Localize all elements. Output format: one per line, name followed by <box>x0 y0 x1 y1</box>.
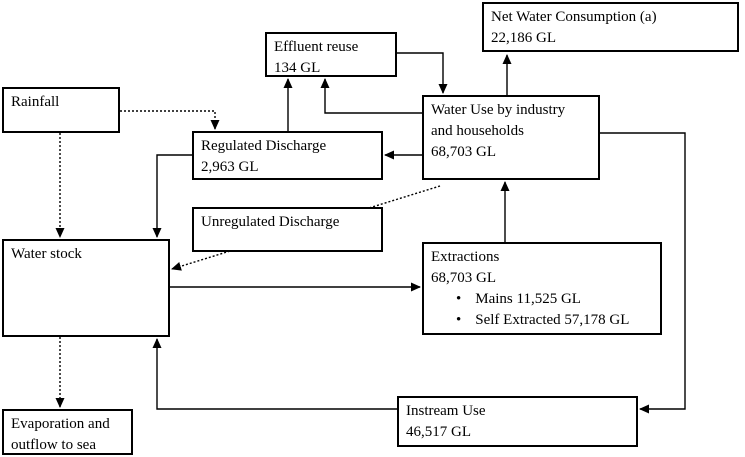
node-label: Extractions <box>431 249 500 265</box>
node-label: outflow to sea <box>11 437 96 453</box>
node-rainfall: Rainfall <box>2 87 120 133</box>
node-label: Unregulated Discharge <box>201 214 340 230</box>
node-water-stock: Water stock <box>2 239 170 337</box>
node-label: Instream Use <box>406 403 486 419</box>
node-value: 22,186 GL <box>491 30 556 46</box>
node-effluent-reuse: Effluent reuse 134 GL <box>265 32 397 77</box>
node-value: 46,517 GL <box>406 424 471 440</box>
node-value: 134 GL <box>274 60 321 76</box>
node-label: Effluent reuse <box>274 39 359 55</box>
connector-rainfall-to-regulated-discharge <box>120 110 220 130</box>
node-label: Water Use by industry <box>431 102 566 118</box>
node-label: Water stock <box>11 246 82 262</box>
node-bullet-mains: Mains 11,525 GL <box>431 289 653 310</box>
node-value: 68,703 GL <box>431 144 496 160</box>
connector-effluent-reuse-to-water-use <box>397 52 448 94</box>
node-label: Net Water Consumption (a) <box>491 9 657 25</box>
node-instream-use: Instream Use 46,517 GL <box>397 396 638 447</box>
connector-regulated-discharge-to-water-stock <box>152 154 192 238</box>
node-extractions: Extractions 68,703 GL Mains 11,525 GL Se… <box>422 242 662 335</box>
node-evaporation: Evaporation and outflow to sea <box>2 409 133 455</box>
node-label: Rainfall <box>11 94 60 110</box>
node-value: 68,703 GL <box>431 270 496 286</box>
node-bullet-self-extracted: Self Extracted 57,178 GL <box>431 310 653 331</box>
node-value: 2,963 GL <box>201 159 259 175</box>
node-water-use: Water Use by industry and households 68,… <box>422 95 600 180</box>
node-net-water-consumption: Net Water Consumption (a) 22,186 GL <box>482 2 739 52</box>
node-unregulated-discharge: Unregulated Discharge <box>192 207 383 252</box>
node-label: Regulated Discharge <box>201 138 327 154</box>
connector-instream-use-to-water-stock <box>152 338 397 410</box>
connector-water-use-to-effluent-reuse <box>320 78 422 114</box>
node-label: and households <box>431 123 524 139</box>
node-label: Evaporation and <box>11 416 110 432</box>
node-regulated-discharge: Regulated Discharge 2,963 GL <box>192 131 383 180</box>
